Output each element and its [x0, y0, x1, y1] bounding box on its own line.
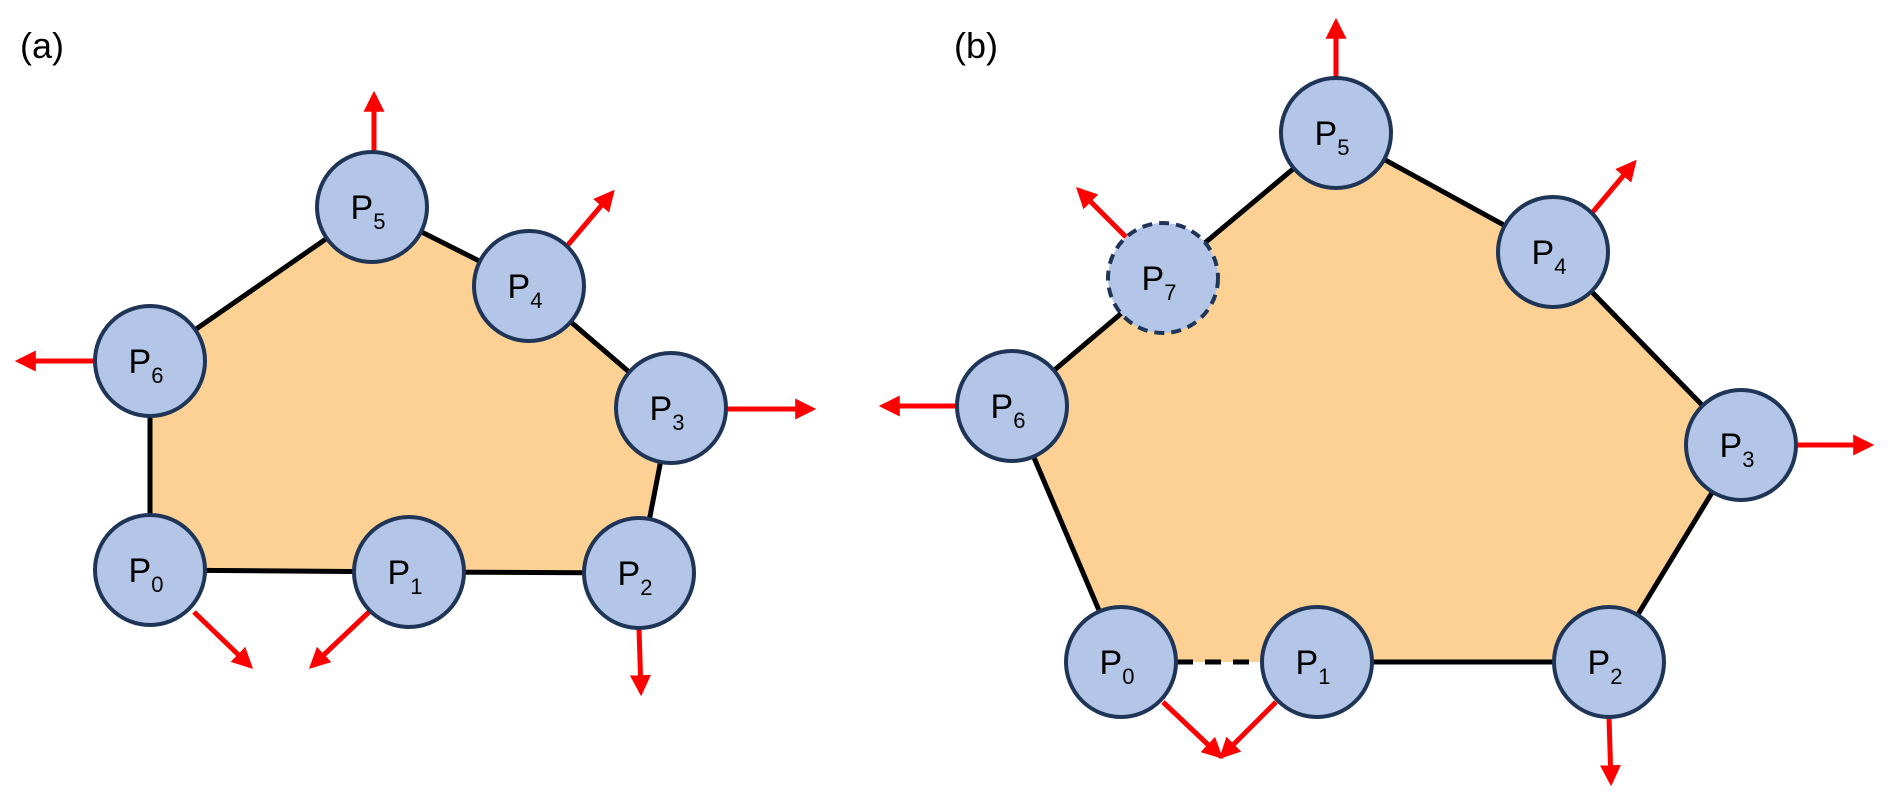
- node-label-base: P: [991, 388, 1014, 426]
- arrow-p2: [629, 627, 651, 697]
- node-label-subscript: 4: [530, 288, 542, 313]
- node-circle: [582, 516, 696, 630]
- node-p7: P7: [1106, 221, 1220, 335]
- node-label: P2: [618, 555, 653, 600]
- panel-a-arrows: [14, 90, 817, 697]
- node-circle: [472, 229, 586, 343]
- arrow-p1: [1219, 700, 1278, 759]
- arrow-p1: [308, 610, 371, 669]
- node-label-base: P: [129, 552, 152, 590]
- node-p6: P6: [955, 349, 1069, 463]
- node-label: P1: [1296, 644, 1331, 689]
- node-p1: P1: [1260, 605, 1374, 719]
- node-label-subscript: 3: [1742, 447, 1754, 472]
- node-label-subscript: 2: [640, 575, 652, 600]
- node-label-subscript: 1: [1318, 664, 1330, 689]
- node-circle: [1106, 221, 1220, 335]
- panel-b-label: (b): [954, 25, 998, 66]
- node-label-subscript: 5: [373, 209, 385, 234]
- arrow-p7: [1076, 187, 1128, 239]
- node-label: P6: [129, 343, 164, 388]
- node-label-subscript: 5: [1337, 135, 1349, 160]
- node-circle: [1064, 605, 1178, 719]
- node-p5: P5: [1279, 76, 1393, 190]
- node-circle: [1279, 76, 1393, 190]
- node-circle: [1260, 605, 1374, 719]
- node-label: P6: [991, 388, 1026, 433]
- node-label-base: P: [650, 390, 673, 428]
- node-p1: P1: [352, 515, 466, 629]
- node-label-base: P: [1532, 234, 1555, 272]
- node-p0: P0: [93, 513, 207, 627]
- node-label: P2: [1588, 644, 1623, 689]
- node-label-base: P: [1296, 644, 1319, 682]
- panel-a-label: (a): [20, 25, 64, 66]
- node-circle: [955, 349, 1069, 463]
- node-circle: [1496, 195, 1610, 309]
- node-label: P5: [1315, 115, 1350, 160]
- node-label: P7: [1142, 260, 1177, 305]
- node-label-subscript: 1: [410, 574, 422, 599]
- node-label-subscript: 4: [1554, 254, 1566, 279]
- node-p4: P4: [1496, 195, 1610, 309]
- node-circle: [93, 513, 207, 627]
- node-label-base: P: [618, 555, 641, 593]
- node-label: P5: [351, 189, 386, 234]
- arrow-p0: [192, 610, 254, 669]
- node-label-base: P: [1315, 115, 1338, 153]
- node-label-base: P: [351, 189, 374, 227]
- node-p2: P2: [582, 516, 696, 630]
- arrow-p4: [565, 189, 615, 248]
- node-label: P3: [1720, 427, 1755, 472]
- node-label-subscript: 3: [672, 410, 684, 435]
- node-p6: P6: [93, 304, 207, 418]
- arrow-p2: [1599, 716, 1621, 787]
- arrow-p4: [1590, 159, 1637, 215]
- node-p0: P0: [1064, 605, 1178, 719]
- node-label-base: P: [1588, 644, 1611, 682]
- node-circle: [614, 351, 728, 465]
- arrow-p0: [1161, 700, 1224, 759]
- node-p3: P3: [1684, 388, 1798, 502]
- node-label: P4: [508, 268, 543, 313]
- node-p2: P2: [1552, 605, 1666, 719]
- node-circle: [352, 515, 466, 629]
- node-label-base: P: [1142, 260, 1165, 298]
- node-p3: P3: [614, 351, 728, 465]
- node-label-base: P: [1100, 644, 1123, 682]
- node-label-subscript: 7: [1164, 280, 1176, 305]
- node-label-base: P: [388, 554, 411, 592]
- panel-b-arrows: [878, 17, 1875, 787]
- node-label: P0: [1100, 644, 1135, 689]
- node-label-base: P: [508, 268, 531, 306]
- node-label: P0: [129, 552, 164, 597]
- node-p5: P5: [315, 150, 429, 264]
- node-label-subscript: 2: [1610, 664, 1622, 689]
- node-label-subscript: 0: [151, 572, 163, 597]
- node-label: P3: [650, 390, 685, 435]
- node-circle: [1684, 388, 1798, 502]
- node-circle: [1552, 605, 1666, 719]
- node-label-base: P: [129, 343, 152, 381]
- node-label-subscript: 6: [1013, 408, 1025, 433]
- node-label: P1: [388, 554, 423, 599]
- node-p4: P4: [472, 229, 586, 343]
- node-circle: [93, 304, 207, 418]
- node-label-base: P: [1720, 427, 1743, 465]
- node-label-subscript: 6: [151, 363, 163, 388]
- node-label: P4: [1532, 234, 1567, 279]
- node-label-subscript: 0: [1122, 664, 1134, 689]
- panel-b-polygon: [1012, 133, 1741, 662]
- node-circle: [315, 150, 429, 264]
